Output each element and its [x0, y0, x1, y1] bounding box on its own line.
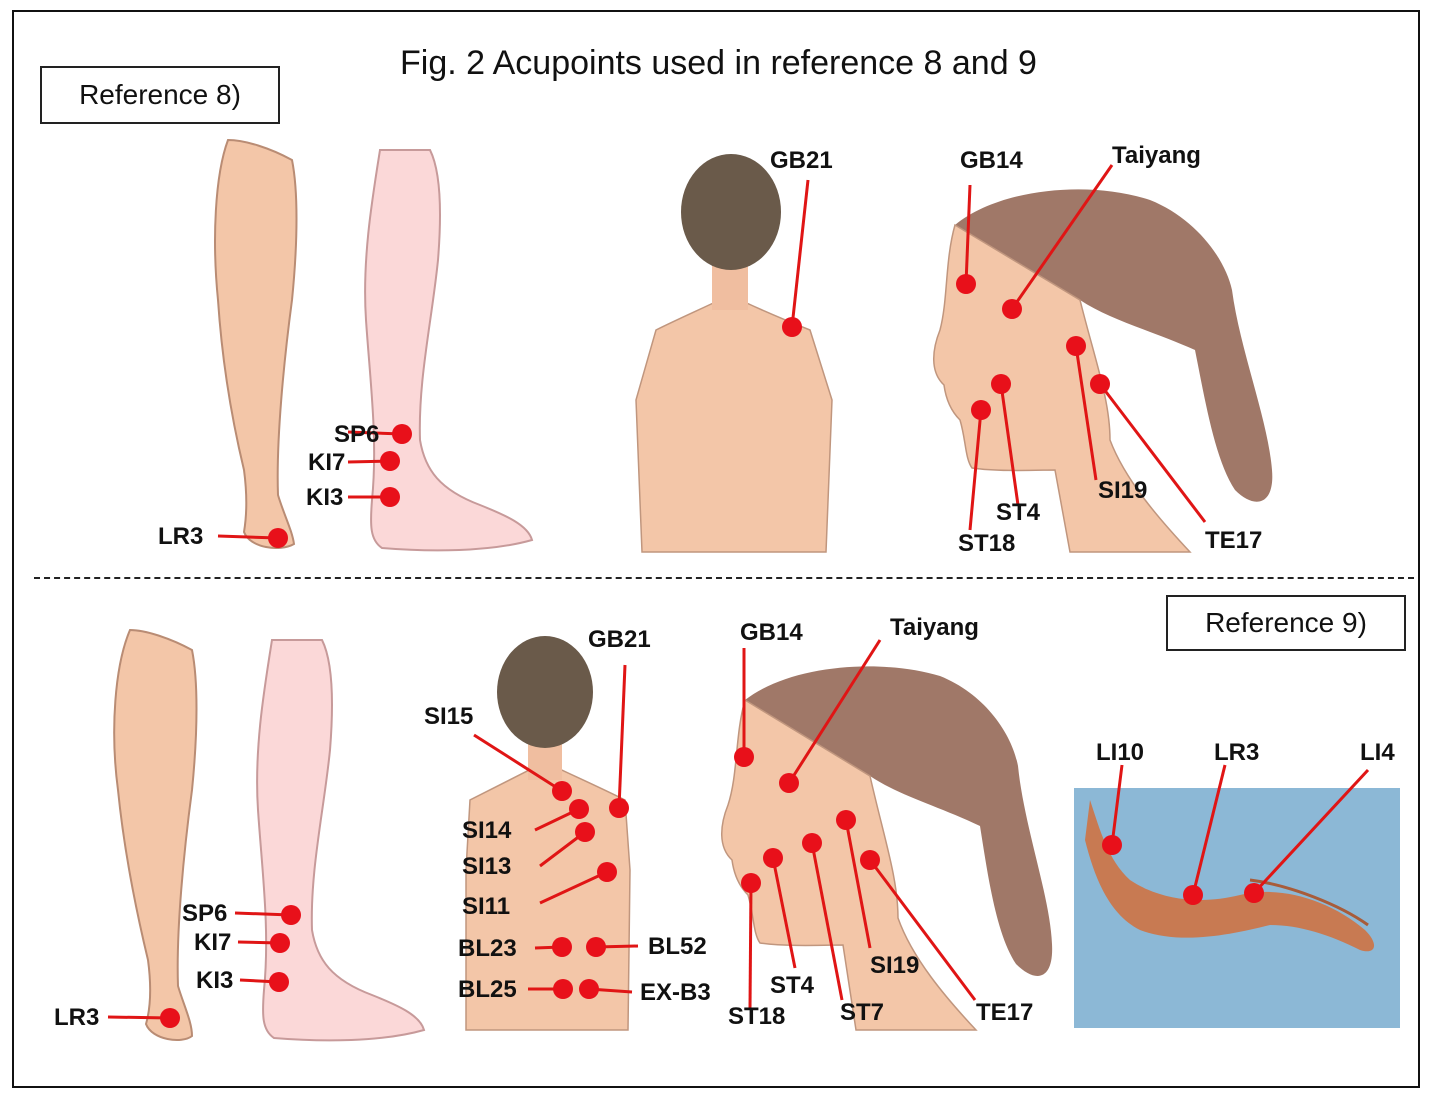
acupoint-marker-te17: [860, 850, 880, 870]
acupoint-marker-ki7: [270, 933, 290, 953]
acupoint-marker-sp6: [392, 424, 412, 444]
acupoint-label-li4: LI4: [1360, 739, 1395, 766]
acupoint-marker-bl25: [553, 979, 573, 999]
acupoint-marker-taiyang: [779, 773, 799, 793]
acupoint-label-bl52: BL52: [648, 933, 707, 960]
acupoint-marker-st7: [802, 833, 822, 853]
leader-line-gb21: [619, 665, 625, 808]
acupoint-label-si13: SI13: [462, 853, 511, 880]
acupoint-marker-te17: [1090, 374, 1110, 394]
acupoint-marker-si13: [575, 822, 595, 842]
acupoint-marker-st18: [971, 400, 991, 420]
acupoint-label-si15: SI15: [424, 703, 473, 730]
acupoint-marker-ki7: [380, 451, 400, 471]
acupoint-marker-st4: [763, 848, 783, 868]
acupoint-label-te17: TE17: [976, 999, 1033, 1026]
acupoint-marker-st18: [741, 873, 761, 893]
acupoint-label-ki7: KI7: [308, 449, 345, 476]
acupoint-label-si14: SI14: [462, 817, 512, 844]
acupoint-marker-si15: [552, 781, 572, 801]
acupoint-marker-lr3: [160, 1008, 180, 1028]
leader-line-gb21: [792, 180, 808, 327]
acupoint-label-st18: ST18: [728, 1003, 785, 1030]
acupoint-label-si11: SI11: [462, 893, 510, 920]
acupoint-label-taiyang: Taiyang: [1112, 142, 1201, 169]
acupoint-marker-si19: [836, 810, 856, 830]
acupoint-label-ki3: KI3: [306, 484, 343, 511]
acupoint-label-ki3: KI3: [196, 967, 233, 994]
leg-outer-illustration-bottom: [114, 630, 196, 1040]
acupoint-marker-si11: [597, 862, 617, 882]
acupoint-label-ex-b3: EX-B3: [640, 979, 711, 1006]
acupoint-marker-taiyang: [1002, 299, 1022, 319]
acupoint-marker-li10: [1102, 835, 1122, 855]
acupoint-label-bl23: BL23: [458, 935, 517, 962]
acupoint-marker-bl23: [552, 937, 572, 957]
acupoint-marker-ex-b3: [579, 979, 599, 999]
acupoint-label-si19: SI19: [1098, 477, 1147, 504]
arm-photo: [1074, 788, 1400, 1028]
acupoint-label-bl25: BL25: [458, 976, 517, 1003]
acupoint-label-taiyang: Taiyang: [890, 614, 979, 641]
acupoint-label-lr3: LR3: [1214, 739, 1259, 766]
acupoint-marker-gb21: [609, 798, 629, 818]
acupoint-marker-si19: [1066, 336, 1086, 356]
acupoint-label-gb21: GB21: [770, 147, 833, 174]
back-illustration-top: [636, 154, 832, 552]
acupoint-label-gb21: GB21: [588, 626, 651, 653]
acupoint-label-st4: ST4: [770, 972, 815, 999]
acupoint-label-lr3: LR3: [54, 1004, 99, 1031]
acupoint-label-st4: ST4: [996, 499, 1041, 526]
leader-line-st18: [750, 883, 751, 1008]
acupoint-label-st18: ST18: [958, 530, 1015, 557]
acupoint-marker-gb14: [956, 274, 976, 294]
acupoint-label-gb14: GB14: [740, 619, 803, 646]
acupoint-label-li10: LI10: [1096, 739, 1144, 766]
leg-outer-illustration-top: [215, 140, 296, 548]
acupoint-marker-bl52: [586, 937, 606, 957]
acupoint-label-gb14: GB14: [960, 147, 1023, 174]
acupoint-label-sp6: SP6: [182, 900, 227, 927]
acupoint-label-st7: ST7: [840, 999, 884, 1026]
acupoint-marker-lr3: [268, 528, 288, 548]
acupoint-marker-si14: [569, 799, 589, 819]
acupoint-label-te17: TE17: [1205, 527, 1262, 554]
acupoint-marker-li4: [1244, 883, 1264, 903]
acupoint-marker-st4: [991, 374, 1011, 394]
acupoint-label-ki7: KI7: [194, 929, 231, 956]
acupoint-label-lr3: LR3: [158, 523, 203, 550]
acupoint-label-sp6: SP6: [334, 421, 379, 448]
acupoint-label-si19: SI19: [870, 952, 919, 979]
acupoint-marker-sp6: [281, 905, 301, 925]
acupoint-marker-gb21: [782, 317, 802, 337]
acupoint-marker-lr3: [1183, 885, 1203, 905]
acupoint-marker-gb14: [734, 747, 754, 767]
acupoint-marker-ki3: [380, 487, 400, 507]
acupoint-marker-ki3: [269, 972, 289, 992]
